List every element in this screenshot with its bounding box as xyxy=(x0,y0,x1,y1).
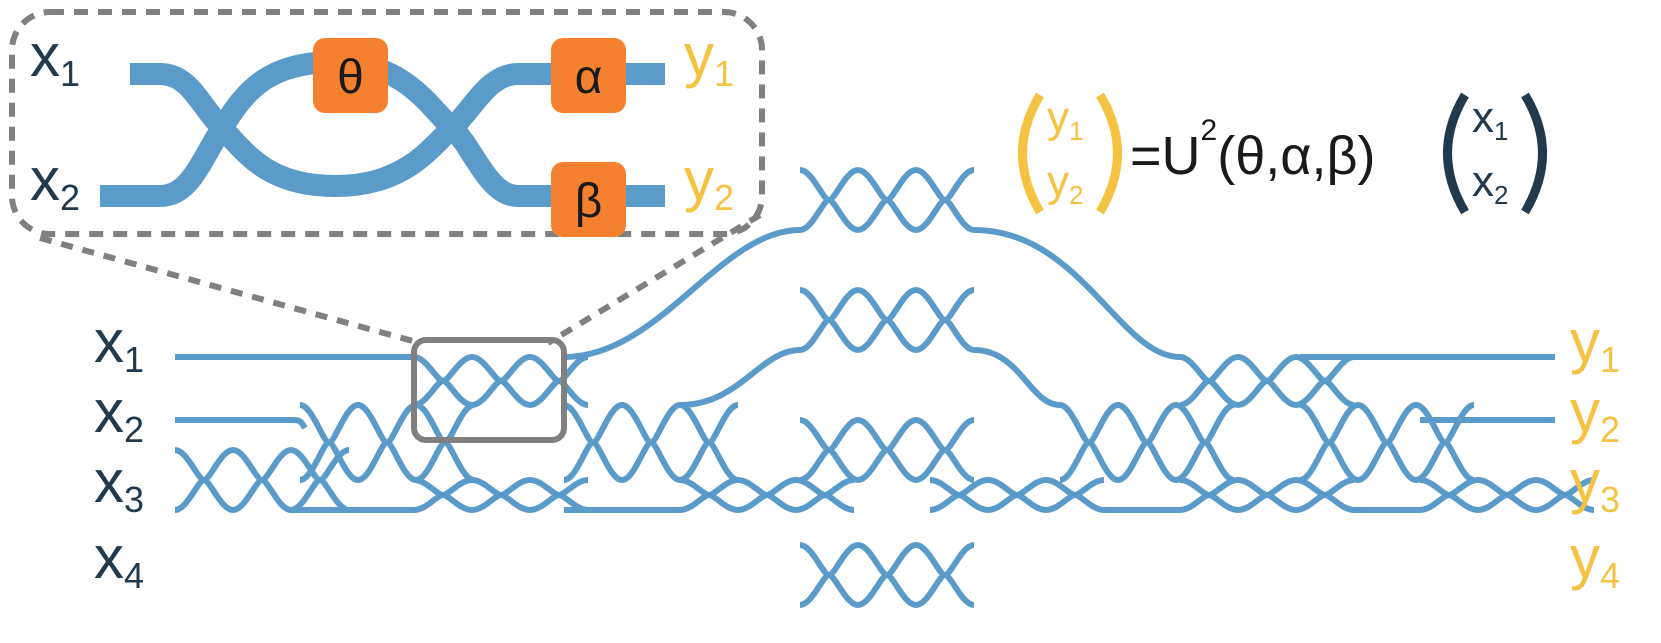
equation: y1 y2 =U2(θ,α,β) x1 x2 xyxy=(1018,92,1547,215)
mzi-arm xyxy=(1299,401,1475,446)
output-y2: y2 xyxy=(1570,378,1620,450)
lhs-paren-right xyxy=(1096,92,1122,215)
waveguide-mesh xyxy=(174,166,1595,609)
mzi-arm xyxy=(299,401,475,446)
inset-input-x1: x1 xyxy=(30,22,80,94)
waveguide-segment-5 xyxy=(973,227,1181,360)
mzi-arm xyxy=(1179,377,1355,409)
mzi-arm xyxy=(1299,439,1475,484)
mzi-arm xyxy=(799,196,975,234)
alpha-label: α xyxy=(575,51,603,104)
zoom-line-right xyxy=(546,212,762,346)
mzi-arm xyxy=(413,491,589,514)
input-x1: x1 xyxy=(94,308,144,380)
mzi-arm xyxy=(799,316,975,354)
mzi-arm xyxy=(799,416,975,454)
input-labels: x1 x2 x3 x4 xyxy=(94,308,144,596)
mzi-arm xyxy=(799,446,975,484)
mzi-arm xyxy=(563,401,739,446)
mzi-arm xyxy=(563,439,739,484)
waveguide-segment-6 xyxy=(679,347,801,408)
eq-y2: y2 xyxy=(1047,157,1083,210)
eq-unitary: =U2(θ,α,β) xyxy=(1130,114,1376,186)
beta-box xyxy=(551,162,626,237)
inset-input-x2: x2 xyxy=(30,146,80,218)
mzi-arm xyxy=(174,476,350,514)
mzi-arm xyxy=(799,571,975,609)
theta-label: θ xyxy=(337,51,364,104)
beta-label: β xyxy=(575,175,603,228)
inset-panel: θ α β x1 x2 y1 y2 xyxy=(9,9,765,346)
inset-border xyxy=(9,9,765,237)
theta-box xyxy=(313,38,388,113)
rhs-paren-right xyxy=(1521,92,1547,215)
input-x2: x2 xyxy=(94,378,144,450)
eq-x2: x2 xyxy=(1472,157,1508,210)
mzi-arm xyxy=(799,286,975,324)
mzi-arm xyxy=(1059,439,1235,484)
eq-y1: y1 xyxy=(1047,93,1083,146)
inset-output-y2: y2 xyxy=(684,146,734,218)
mzi-arm xyxy=(413,377,589,409)
input-x3: x3 xyxy=(94,448,144,520)
mzi-arm xyxy=(1059,401,1235,446)
waveguide-segment-4 xyxy=(563,227,801,360)
lhs-paren-left xyxy=(1018,92,1044,215)
alpha-box xyxy=(551,38,626,113)
mzi-arm xyxy=(799,541,975,579)
mzi-arm xyxy=(799,166,975,204)
rhs-paren-left xyxy=(1443,92,1469,215)
output-y3: y3 xyxy=(1570,448,1620,520)
output-y1: y1 xyxy=(1570,308,1620,380)
mzi-arm xyxy=(929,491,1105,514)
waveguide-segment-1 xyxy=(175,417,308,430)
eq-x1: x1 xyxy=(1472,93,1508,146)
mzi-arm xyxy=(1179,491,1355,514)
inset-output-y1: y1 xyxy=(684,22,734,94)
mzi-arm xyxy=(1179,353,1355,385)
output-y4: y4 xyxy=(1570,524,1620,596)
mzi-arm xyxy=(1419,491,1595,514)
input-x4: x4 xyxy=(94,524,144,596)
zoom-highlight-box xyxy=(411,337,567,443)
output-labels: y1 y2 y3 y4 xyxy=(1570,308,1620,596)
mzi-arm xyxy=(679,491,855,514)
inset-guide-top-a xyxy=(130,63,665,198)
waveguide-segment-7 xyxy=(973,347,1061,408)
